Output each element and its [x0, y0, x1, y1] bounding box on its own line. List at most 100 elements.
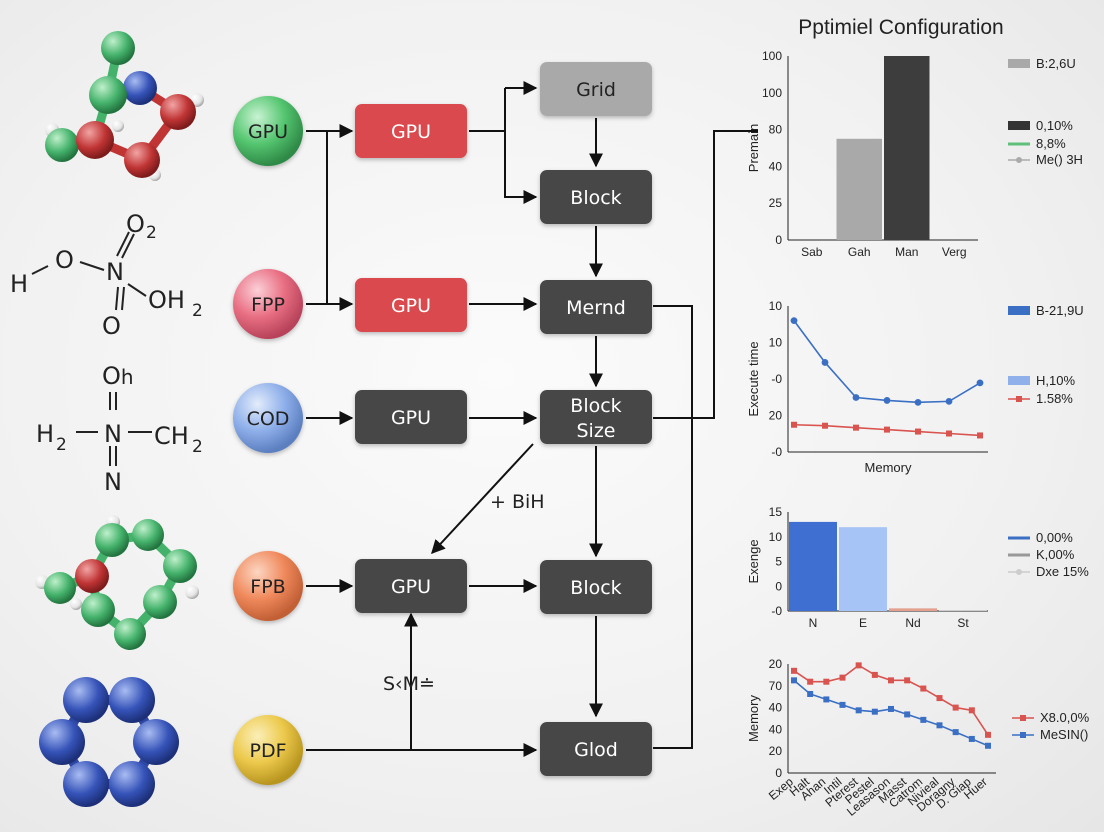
chart-4-point [791, 677, 797, 684]
formula-2-atom-oh-h: H [167, 286, 185, 314]
chart-2-legend-swatch [1008, 306, 1030, 315]
chart-4-point [871, 671, 878, 678]
formula-3-atom-o-o: O [102, 362, 121, 390]
chart-4-point [791, 667, 797, 674]
chart-4-legend-marker [1020, 715, 1026, 721]
chart-1-legend-swatch [1008, 121, 1030, 130]
node-block-1[interactable]: Block [540, 170, 652, 224]
chart-4-point [985, 731, 991, 738]
formula-3-atom-o-h: h [121, 365, 134, 389]
node-gpu-red-1[interactable]: GPU [355, 104, 467, 158]
chart-4-ytick: 20 [769, 744, 783, 758]
input-node-cod[interactable]: COD [233, 383, 303, 453]
chart-1-legend-label: 8,8% [1036, 136, 1066, 151]
chart-2-point [914, 398, 922, 406]
formula-3-atom-n-bottom: N [104, 468, 122, 496]
chart-4-point [904, 677, 911, 684]
node-block-1-label: Block [570, 187, 621, 209]
node-block-size[interactable]: Block Size [540, 390, 652, 444]
chart-2-ytick: 20 [769, 409, 783, 423]
chart-4-legend-label: MeSIN() [1040, 727, 1088, 742]
node-gpu-red-1-label: GPU [391, 121, 431, 143]
chart-2-point [853, 424, 859, 431]
chart-1-bar [884, 56, 930, 240]
chart-3-legend-label: K,00% [1036, 547, 1075, 562]
input-label-pdf: PDF [249, 740, 286, 762]
chart-1-xtick: Verg [942, 245, 967, 259]
molecule-4 [35, 515, 199, 650]
chart-1-ylabel: Premain [746, 124, 761, 172]
process-nodes: GPU GPU GPU GPU Grid Block Mernd Block [355, 62, 652, 776]
chart-2-point [822, 422, 828, 429]
formula-2-atom-oh: OH [148, 286, 185, 314]
chart-4-point [968, 735, 975, 742]
chart-3-bar [939, 610, 987, 611]
chart-2-ytick: 10 [769, 299, 783, 313]
formula-3-sub-right: 2 [192, 437, 203, 457]
chart-4-point [968, 707, 975, 714]
node-mernd[interactable]: Mernd [540, 280, 652, 334]
connectors [306, 81, 758, 757]
chart-3-xtick: Nd [905, 616, 920, 630]
formula-3-atom-o: Oh [102, 362, 134, 390]
node-block-2[interactable]: Block [540, 560, 652, 614]
chart-2-point [884, 426, 890, 433]
input-node-fpp[interactable]: FPP [233, 269, 303, 339]
chart-4-series-line [793, 679, 989, 747]
annotation-sme: S‹M≐ [383, 673, 435, 695]
chart-4-point [888, 705, 894, 712]
panel-title: Pptimiel Configuration [798, 16, 1003, 39]
chart-4-point [839, 701, 846, 708]
node-gpu-dark-2[interactable]: GPU [355, 559, 467, 613]
node-glod-label: Glod [574, 739, 618, 761]
chart-2-legend-label: 1.58% [1036, 391, 1073, 406]
chart-3-ytick: 0 [775, 579, 782, 593]
chart-1-ytick: 25 [769, 196, 783, 210]
chart-4-legend-label: X8.0,0% [1040, 710, 1090, 725]
node-block-2-label: Block [570, 577, 621, 599]
chart-3-ytick: 15 [769, 505, 783, 519]
chart-1-xtick: Man [895, 245, 918, 259]
input-label-cod: COD [247, 408, 290, 430]
input-node-gpu[interactable]: GPU [233, 96, 303, 166]
chart-4-point [920, 716, 927, 723]
chart-3-xtick: St [957, 616, 969, 630]
input-label-gpu: GPU [248, 121, 288, 143]
input-node-pdf[interactable]: PDF [233, 715, 303, 785]
node-gpu-red-2[interactable]: GPU [355, 278, 467, 332]
chart-2-ytick: -0 [771, 445, 782, 459]
chart-4-point [807, 690, 814, 697]
chart-3-legend-marker [1016, 569, 1022, 575]
node-gpu-dark-1[interactable]: GPU [355, 390, 467, 444]
chart-2-legend-label: H,10% [1036, 373, 1075, 388]
node-gpu-dark-1-label: GPU [391, 407, 431, 429]
node-glod[interactable]: Glod [540, 722, 652, 776]
chart-4-ytick: 40 [769, 701, 783, 715]
input-node-fpb[interactable]: FPB [233, 551, 303, 621]
chart-3-xtick: N [809, 616, 818, 630]
chart-3-ytick: 10 [769, 530, 783, 544]
chart-3-ylabel: Exenge [746, 539, 761, 583]
chart-4-point [855, 662, 862, 669]
input-label-fpb: FPB [250, 576, 285, 598]
chart-4-point [823, 678, 830, 685]
chart-2-xlabel: Memory [865, 460, 912, 475]
chart-1-xtick: Gah [848, 245, 871, 259]
node-mernd-label: Mernd [566, 297, 626, 319]
formula-2-atom-o-bottom: O [102, 312, 121, 340]
formula-3-sub-left: 2 [56, 435, 67, 455]
chart-4-point [839, 674, 846, 681]
chart-2-ylabel: Execute time [746, 341, 761, 416]
chart-4-ytick: 0 [775, 766, 782, 780]
input-nodes: GPU FPP COD FPB PDF [233, 96, 303, 785]
chart-1-legend-marker [1016, 157, 1022, 163]
input-label-fpp: FPP [251, 294, 285, 316]
node-grid[interactable]: Grid [540, 62, 652, 116]
formula-2-sub-right: 2 [192, 301, 203, 321]
chart-2-point [915, 428, 921, 435]
